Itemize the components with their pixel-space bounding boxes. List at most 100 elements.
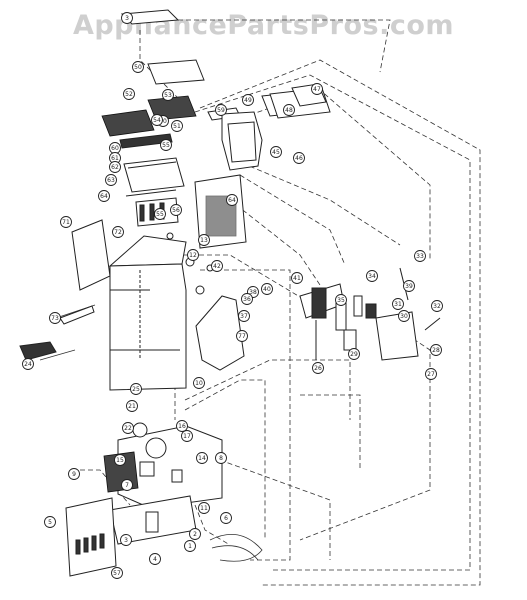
- callout-number: 35: [337, 297, 345, 304]
- callout-number: 3: [124, 537, 128, 544]
- callout-circle: [162, 89, 174, 101]
- callout-64: 64: [98, 190, 110, 202]
- callout-circle: [220, 512, 232, 524]
- callout-73: 73: [49, 312, 61, 324]
- callout-60: 60: [109, 142, 121, 154]
- callout-13: 13: [198, 234, 210, 246]
- callout-circle: [366, 270, 378, 282]
- callout-number: 33: [416, 253, 424, 260]
- callout-circle: [291, 272, 303, 284]
- callout-17: 17: [181, 430, 193, 442]
- callout-number: 12: [189, 252, 197, 259]
- callout-number: 51: [173, 123, 181, 130]
- callout-circle: [114, 454, 126, 466]
- callout-circle: [283, 104, 295, 116]
- callout-number: 45: [272, 149, 280, 156]
- evaporator-assembly: [119, 133, 185, 227]
- callout-circle: [226, 194, 238, 206]
- callout-72: 72: [112, 226, 124, 238]
- callout-circle: [312, 362, 324, 374]
- callout-28: 28: [430, 344, 442, 356]
- callout-46: 46: [293, 152, 305, 164]
- callout-16: 16: [176, 420, 188, 432]
- callout-8: 8: [215, 452, 227, 464]
- callout-circle: [198, 234, 210, 246]
- top-cover-panels: [101, 9, 331, 171]
- callout-number: 41: [293, 275, 301, 282]
- callout-9: 9: [68, 468, 80, 480]
- callout-number: 59: [217, 107, 225, 114]
- callout-number: 21: [128, 403, 136, 410]
- callout-34: 34: [366, 270, 378, 282]
- callout-52: 52: [123, 88, 135, 100]
- callout-number: 27: [427, 371, 435, 378]
- callout-number: 11: [200, 505, 208, 512]
- callout-circle: [49, 312, 61, 324]
- callout-number: 54: [153, 117, 161, 124]
- callout-circle: [149, 553, 161, 565]
- callout-53: 53: [162, 89, 174, 101]
- callout-number: 29: [350, 351, 358, 358]
- callout-number: 13: [200, 237, 208, 244]
- callout-number: 26: [314, 365, 322, 372]
- callout-circle: [121, 479, 133, 491]
- callout-circle: [123, 88, 135, 100]
- callout-48: 48: [283, 104, 295, 116]
- callout-circle: [184, 540, 196, 552]
- callout-circle: [109, 161, 121, 173]
- callout-number: 63: [107, 177, 115, 184]
- callout-number: 14: [198, 455, 206, 462]
- callout-54: 54: [151, 114, 163, 126]
- callout-77: 77: [236, 330, 248, 342]
- callout-circle: [60, 216, 72, 228]
- callout-number: 55: [156, 211, 164, 218]
- callout-1: 1: [184, 540, 196, 552]
- callout-number: 61: [111, 155, 119, 162]
- callout-number: 40: [263, 286, 271, 293]
- callout-number: 22: [124, 425, 132, 432]
- callout-circle: [211, 260, 223, 272]
- callout-circle: [132, 61, 144, 73]
- callout-number: 1: [188, 543, 192, 550]
- callout-circle: [431, 300, 443, 312]
- callout-number: 17: [183, 433, 191, 440]
- callout-number: 49: [244, 97, 252, 104]
- callout-number: 5: [48, 519, 52, 526]
- callout-3: 3: [121, 12, 133, 24]
- callout-circle: [238, 310, 250, 322]
- callout-22: 22: [122, 422, 134, 434]
- callout-circle: [196, 452, 208, 464]
- callout-56: 56: [170, 204, 182, 216]
- callout-55: 55: [160, 139, 172, 151]
- callout-number: 38: [249, 289, 257, 296]
- callout-circle: [98, 190, 110, 202]
- callout-7: 7: [121, 479, 133, 491]
- callout-number: 24: [24, 361, 32, 368]
- callout-circle: [68, 468, 80, 480]
- callout-number: 2: [193, 531, 197, 538]
- callout-circle: [154, 208, 166, 220]
- callout-3: 3: [120, 534, 132, 546]
- callout-circle: [181, 430, 193, 442]
- callout-circle: [189, 528, 201, 540]
- callout-circle: [270, 146, 282, 158]
- callout-49: 49: [242, 94, 254, 106]
- callout-number: 47: [313, 86, 321, 93]
- callout-26: 26: [312, 362, 324, 374]
- callout-45: 45: [270, 146, 282, 158]
- callout-number: 62: [111, 164, 119, 171]
- callout-27: 27: [425, 368, 437, 380]
- callout-circle: [193, 377, 205, 389]
- callout-71: 71: [60, 216, 72, 228]
- callout-33: 33: [414, 250, 426, 262]
- callout-number: 52: [125, 91, 133, 98]
- callout-number: 15: [116, 457, 124, 464]
- callout-circle: [44, 516, 56, 528]
- callout-39: 39: [403, 280, 415, 292]
- callout-number: 25: [132, 386, 140, 393]
- callout-14: 14: [196, 452, 208, 464]
- callout-number: 42: [213, 263, 221, 270]
- compressor-condenser-assembly: [103, 422, 263, 562]
- callout-number: 48: [285, 107, 293, 114]
